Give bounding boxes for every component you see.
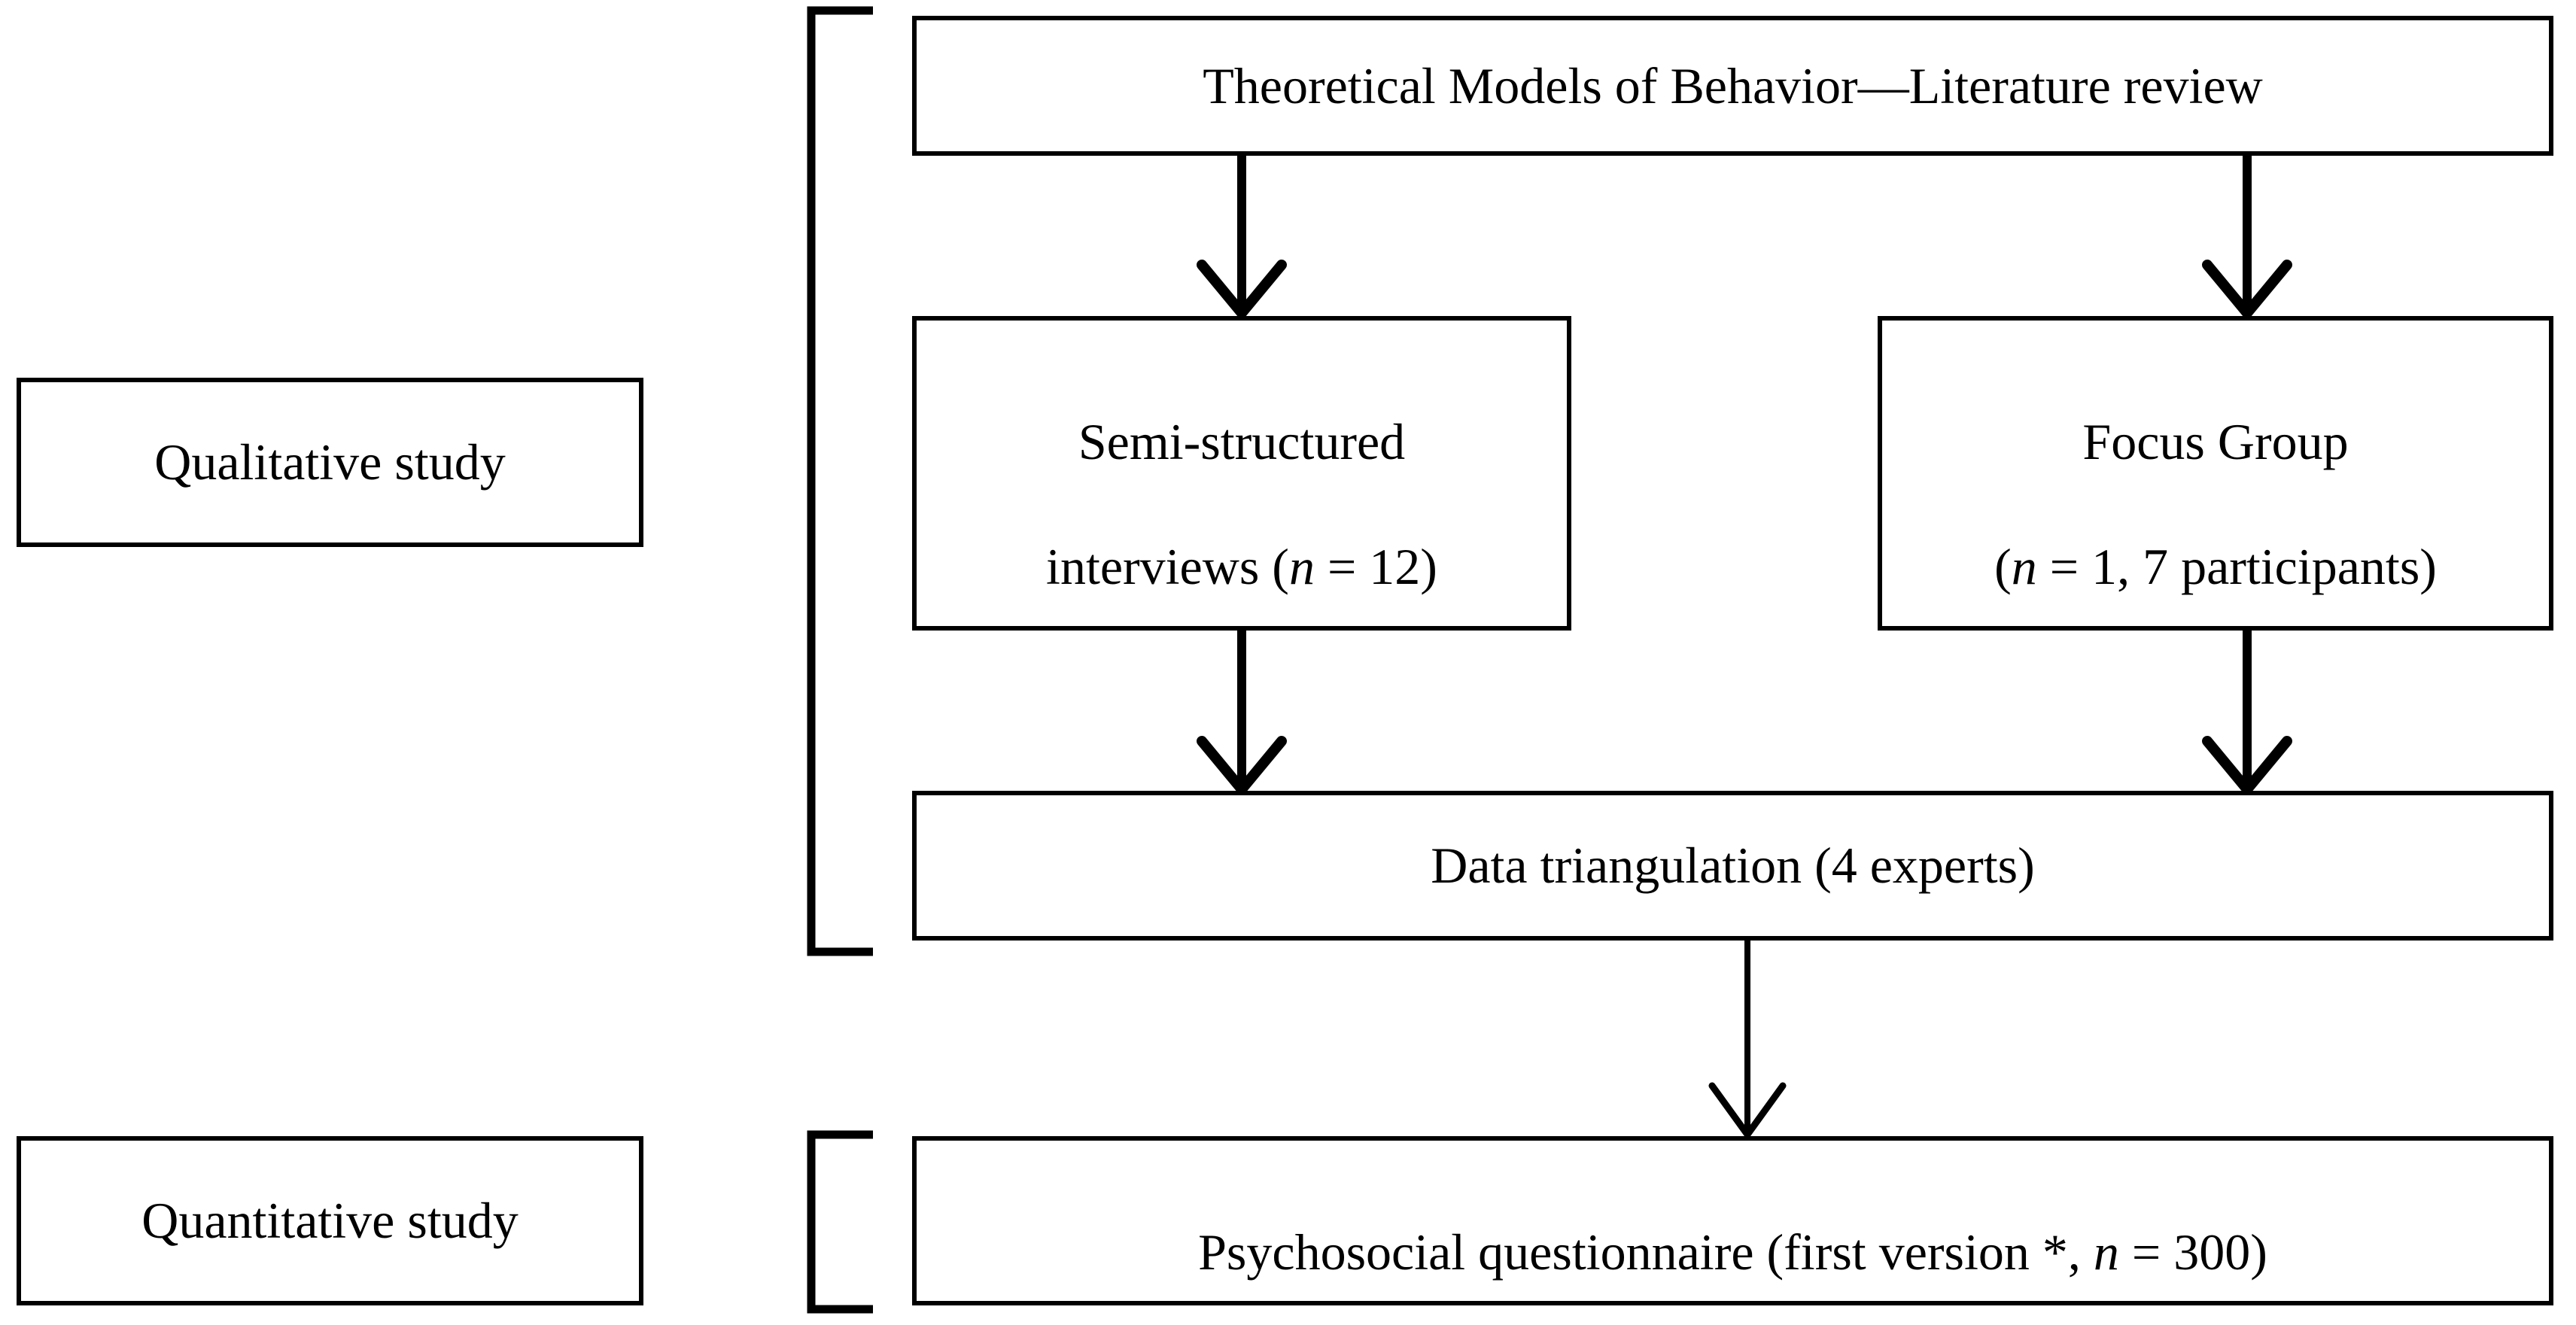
interviews-line2-suffix: = 12) <box>1314 537 1437 595</box>
group-label-quantitative-study: Quantitative study <box>17 1136 643 1305</box>
interviews-text: Semi-structured interviews (n = 12) <box>1033 348 1451 598</box>
questionnaire-suffix: = 300) <box>2118 1223 2267 1281</box>
node-data-triangulation: Data triangulation (4 experts) <box>912 791 2553 941</box>
arrow-theoretical-to-interviews <box>1197 156 1287 321</box>
qualitative-bracket <box>807 6 873 956</box>
focus-group-line1: Focus Group <box>2082 413 2349 471</box>
group-label-qualitative-study: Qualitative study <box>17 378 643 547</box>
questionnaire-n-symbol: n <box>2093 1223 2119 1281</box>
arrow-interviews-to-triangulation <box>1197 631 1287 798</box>
node-focus-group: Focus Group (n = 1, 7 participants) <box>1878 316 2553 631</box>
focus-group-line2-suffix: = 1, 7 participants) <box>2036 537 2437 595</box>
questionnaire-prefix: Psychosocial questionnaire (first versio… <box>1198 1223 2094 1281</box>
focus-group-n-symbol: n <box>2011 537 2037 595</box>
theoretical-models-text: Theoretical Models of Behavior—Literatur… <box>1203 56 2263 114</box>
interviews-n-symbol: n <box>1288 537 1315 595</box>
node-semi-structured-interviews: Semi-structured interviews (n = 12) <box>912 316 1571 631</box>
interviews-line1: Semi-structured <box>1078 413 1406 471</box>
arrow-focus-group-to-triangulation <box>2202 631 2292 798</box>
node-psychosocial-questionnaire: Psychosocial questionnaire (first versio… <box>912 1136 2553 1305</box>
focus-group-line2-prefix: ( <box>1994 537 2012 595</box>
questionnaire-text: Psychosocial questionnaire (first versio… <box>1185 1159 2281 1284</box>
arrow-theoretical-to-focus-group <box>2202 156 2292 321</box>
focus-group-text: Focus Group (n = 1, 7 participants) <box>1981 348 2450 598</box>
qualitative-study-label: Qualitative study <box>154 433 506 491</box>
node-theoretical-models: Theoretical Models of Behavior—Literatur… <box>912 16 2553 156</box>
quantitative-study-label: Quantitative study <box>141 1192 519 1250</box>
quantitative-bracket <box>807 1130 873 1314</box>
data-triangulation-text: Data triangulation (4 experts) <box>1431 837 2035 895</box>
interviews-line2-prefix: interviews ( <box>1046 537 1289 595</box>
arrow-triangulation-to-questionnaire <box>1708 941 1787 1141</box>
